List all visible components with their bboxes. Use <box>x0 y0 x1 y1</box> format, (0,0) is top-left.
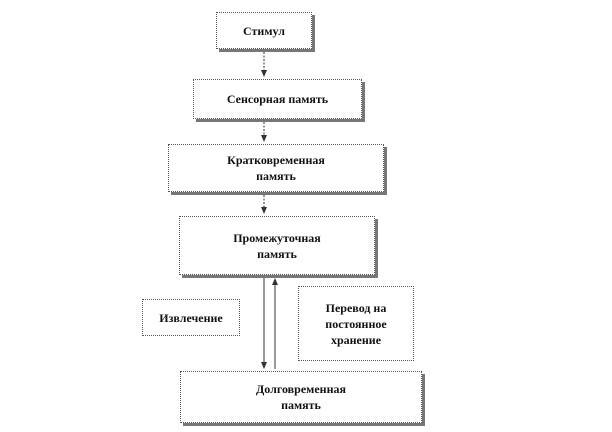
node-intermediate-memory-line-2: память <box>257 246 297 261</box>
node-intermediate-memory: Промежуточная память <box>179 216 375 275</box>
node-retrieval: Извлечение <box>142 299 240 336</box>
node-short-term-memory-line-2: память <box>256 169 296 183</box>
node-short-term-memory: Кратковременная память <box>168 144 384 192</box>
node-intermediate-memory-line-1: Промежуточная <box>233 230 321 245</box>
node-transfer-line-2: постоянное <box>325 316 387 331</box>
node-short-term-memory-line-1: Кратковременная <box>227 153 325 167</box>
node-transfer-line-3: хранение <box>330 332 382 347</box>
node-long-term-memory: Долговременная память <box>180 371 422 423</box>
node-retrieval-line: Извлечение <box>159 310 223 325</box>
node-long-term-memory-line-2: память <box>281 398 321 412</box>
node-stimulus-line: Стимул <box>243 23 285 38</box>
node-long-term-memory-line-1: Долговременная <box>256 382 346 396</box>
node-sensory-memory: Сенсорная память <box>193 79 362 119</box>
node-stimulus: Стимул <box>216 12 312 49</box>
node-transfer-line-1: Перевод на <box>325 300 387 315</box>
node-sensory-memory-line: Сенсорная память <box>226 92 329 106</box>
node-transfer-to-permanent-storage: Перевод на постоянное хранение <box>298 286 414 361</box>
